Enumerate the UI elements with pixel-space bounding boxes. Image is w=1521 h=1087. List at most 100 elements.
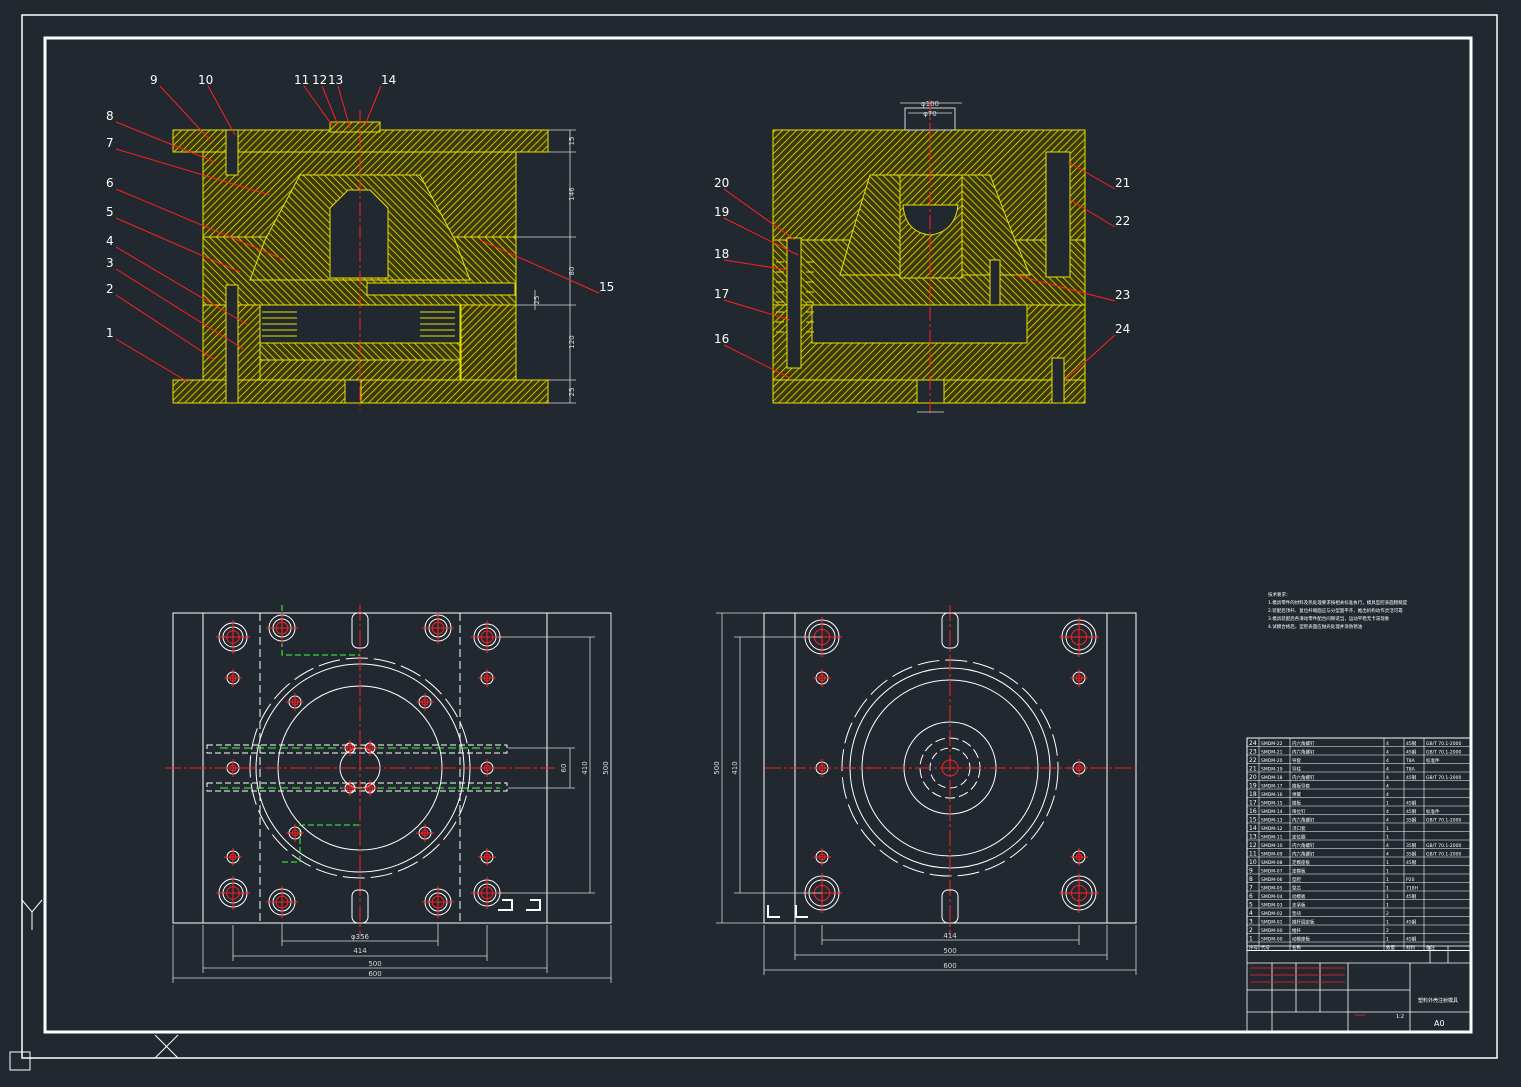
bom-cell: SMDM-01 (1261, 920, 1283, 926)
bom-cell: 1 (1386, 877, 1389, 883)
bom-cell: SMDM-20 (1261, 758, 1283, 764)
right-section-view (772, 100, 1086, 415)
bom-cell: SMDM-07 (1261, 869, 1283, 875)
leader-line (1069, 199, 1116, 228)
leader-line (303, 85, 333, 126)
bom-cell: T8A (1405, 767, 1416, 773)
notes-line: 4.试模合格后，型腔表面应抛光处理并涂防锈油 (1268, 623, 1363, 630)
notes-line: 1.模具零件的材料及热处理要求按相关标准执行，模具型腔表面粗糙度 (1268, 599, 1408, 606)
bom-cell: 21 (1249, 766, 1257, 773)
bom-cell: 内六角螺钉 (1292, 842, 1315, 849)
bom-cell: 1 (1386, 903, 1389, 909)
bom-cell: 内六角螺钉 (1292, 774, 1315, 781)
bom-cell: 13 (1249, 834, 1257, 841)
bom-cell: 12 (1249, 842, 1257, 849)
leader-line (115, 121, 216, 163)
bom-cell: 45钢 (1406, 740, 1417, 747)
bom-cell: 定位圈 (1292, 834, 1306, 841)
bom-cell: SMDM-21 (1261, 750, 1283, 756)
bom-cell: SMDM-03 (1261, 903, 1283, 909)
sheet-size: A0 (1434, 1019, 1445, 1028)
drawing-scale: 1:2 (1396, 1014, 1404, 1020)
dimension-text: 410 (731, 761, 739, 774)
bom-cell: SMDM-00 (1261, 928, 1283, 934)
notes-line: 3.模具装配后各滑动零件配合间隙适当，运动平稳无卡滞现象 (1268, 615, 1390, 622)
bom-cell: 17 (1249, 800, 1257, 807)
bom-cell: 45钢 (1406, 774, 1417, 781)
bom-cell: 垫块 (1292, 910, 1301, 917)
bom-cell: 4 (1386, 809, 1389, 815)
dimension-text: φ356 (351, 933, 370, 941)
bom-header-cell: 材料 (1406, 944, 1415, 951)
bom-header-cell: 代号 (1261, 944, 1270, 951)
bom-cell: 18 (1249, 791, 1257, 798)
bom-cell: SMDM-09 (1261, 852, 1283, 858)
callout-label: 19 (714, 205, 729, 219)
bom-cell: SMDM-17 (1261, 784, 1283, 790)
leader-line (723, 299, 791, 321)
leader-line (115, 268, 246, 351)
bom-cell: SMDM-06 (1261, 877, 1283, 883)
bom-cell: 弹簧 (1292, 791, 1301, 798)
callout-label: 4 (106, 234, 114, 248)
leader-line (321, 85, 339, 126)
dimension-text: 25 (533, 296, 541, 305)
bom-cell: 4 (1386, 784, 1389, 790)
bom-cell: 45钢 (1406, 919, 1417, 926)
callout-leaders (115, 85, 1116, 383)
title-block-text: 塑料外壳注射模具 A0 1:2 (1396, 997, 1458, 1028)
bom-cell: SMDM-18 (1261, 775, 1283, 781)
bom-cell: 1 (1386, 860, 1389, 866)
leader-line (115, 246, 249, 326)
bom-cell: 9 (1249, 868, 1253, 875)
bom-cell: SMDM-16 (1261, 792, 1283, 798)
bom-cell: 1 (1386, 937, 1389, 943)
bom-cell: SMDM-14 (1261, 809, 1283, 815)
leader-line (1067, 161, 1116, 190)
bom-cell: 1 (1386, 920, 1389, 926)
bom-cell: SMDM-19 (1261, 767, 1283, 773)
bom-cell: 45钢 (1406, 800, 1417, 807)
callout-label: 8 (106, 109, 114, 123)
callout-label: 20 (714, 176, 729, 190)
bom-cell: 4 (1386, 758, 1389, 764)
bom-cell: 内六角螺钉 (1292, 749, 1315, 756)
callout-label: 17 (714, 287, 729, 301)
bom-cell: SMDM-05 (1261, 886, 1283, 892)
bom-cell: 标准件 (1426, 757, 1440, 764)
right-plan-view (716, 605, 1140, 975)
bom-cell: 型芯 (1292, 885, 1301, 892)
bom-cell: 内六角螺钉 (1292, 740, 1315, 747)
bom-cell: GB/T 70.1-2000 (1426, 843, 1462, 849)
dimension-text: 15 (568, 137, 576, 146)
leader-line (115, 188, 286, 261)
bom-cell: 推杆固定板 (1292, 919, 1315, 926)
bom-cell: SMDM-22 (1261, 741, 1283, 747)
bom-cell: 8 (1249, 876, 1253, 883)
bom-cell: 45钢 (1406, 893, 1417, 900)
bom-cell: 718H (1406, 886, 1418, 892)
bom-cell: 6 (1249, 893, 1253, 900)
bom-cell: 35钢 (1406, 842, 1417, 849)
bom-cell: 4 (1386, 852, 1389, 858)
bom-header-cell: 备注 (1426, 944, 1435, 951)
bom-cell: SMDM-13 (1261, 818, 1283, 824)
callout-label: 12 (312, 73, 327, 87)
callout-label: 14 (381, 73, 396, 87)
dimension-text: 120 (568, 335, 576, 348)
bom-cell: SMDM-10 (1261, 843, 1283, 849)
bom-header-cell: 数量 (1386, 944, 1395, 951)
bom-cell: T8A (1405, 758, 1416, 764)
bom-cell: 4 (1386, 843, 1389, 849)
bom-cell: 定模座板 (1292, 859, 1310, 866)
bom-cell: 2 (1249, 927, 1253, 934)
bom-cell: SMDM-08 (1261, 860, 1283, 866)
left-plan-view (165, 605, 612, 983)
bom-cell: 23 (1249, 749, 1257, 756)
bom-cell: SMDM-12 (1261, 826, 1283, 832)
bom-cell: 4 (1386, 767, 1389, 773)
leader-line (723, 188, 796, 241)
dimension-text: 600 (943, 962, 956, 970)
bom-cell: 5 (1249, 902, 1253, 909)
